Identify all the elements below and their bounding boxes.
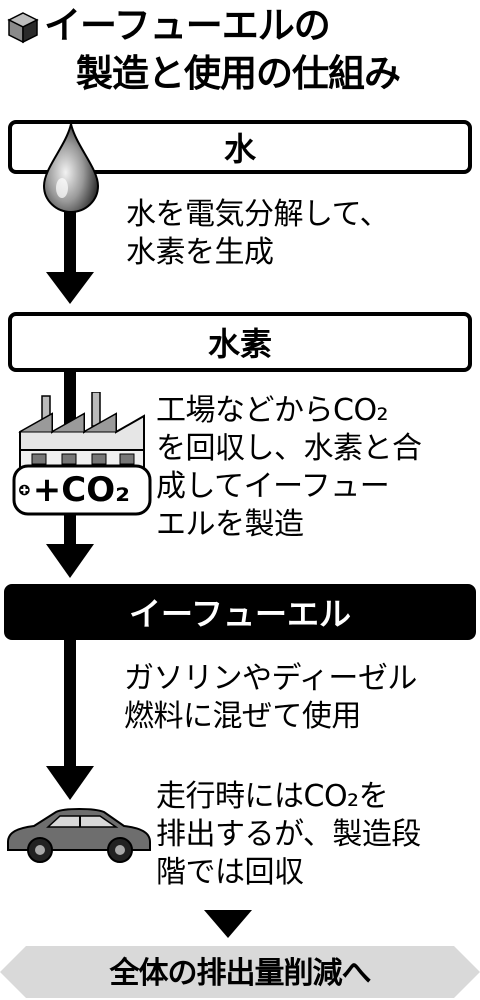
water-drop-icon bbox=[42, 123, 100, 213]
car-line-2: 排出するが、製造段 bbox=[156, 817, 421, 852]
title-line-1: イーフューエルの bbox=[44, 4, 331, 47]
hydrogen-box: 水素 bbox=[8, 312, 472, 372]
conclusion-text: 全体の排出量削減へ bbox=[109, 956, 372, 991]
synthesis-line-2: を回収し、水素と合 bbox=[156, 431, 422, 466]
arrow-head-4 bbox=[204, 910, 252, 938]
car-text: 走行時にはCO₂を 排出するが、製造段 階では回収 bbox=[156, 778, 421, 892]
electrolysis-text: 水を電気分解して、 水素を生成 bbox=[126, 196, 390, 272]
co2-badge: +CO₂ bbox=[18, 470, 130, 510]
use-text: ガソリンやディーゼル 燃料に混ぜて使用 bbox=[124, 660, 417, 736]
plus-circle-icon bbox=[19, 484, 30, 496]
arrow-head-3 bbox=[46, 766, 94, 800]
use-line-2: 燃料に混ぜて使用 bbox=[124, 699, 361, 734]
electrolysis-line-1: 水を電気分解して、 bbox=[126, 197, 390, 232]
co2-badge-label: +CO₂ bbox=[32, 470, 130, 510]
efuel-box: イーフューエル bbox=[4, 584, 476, 640]
factory-icon bbox=[12, 392, 152, 516]
arrow-head-2 bbox=[46, 544, 94, 578]
car-icon bbox=[7, 808, 151, 863]
efuel-label: イーフューエル bbox=[128, 595, 352, 633]
hydrogen-label: 水素 bbox=[207, 325, 272, 363]
synthesis-line-1: 工場などからCO₂ bbox=[156, 393, 389, 428]
cube-icon bbox=[7, 12, 39, 44]
synthesis-line-3: 成してイーフュー bbox=[156, 469, 390, 504]
car-line-3: 階では回収 bbox=[156, 855, 304, 890]
arrow-shaft-3 bbox=[64, 640, 76, 770]
synthesis-text: 工場などからCO₂ を回収し、水素と合 成してイーフュー エルを製造 bbox=[156, 392, 422, 544]
title-line-2: 製造と使用の仕組み bbox=[76, 52, 401, 95]
electrolysis-line-2: 水素を生成 bbox=[126, 235, 274, 270]
water-label: 水 bbox=[223, 130, 256, 168]
conclusion-banner bbox=[0, 946, 480, 998]
water-box: 水 bbox=[8, 120, 472, 174]
arrow-head-1 bbox=[46, 272, 94, 304]
car-line-1: 走行時にはCO₂を bbox=[156, 779, 389, 814]
synthesis-line-4: エルを製造 bbox=[156, 507, 304, 542]
use-line-1: ガソリンやディーゼル bbox=[124, 661, 417, 696]
